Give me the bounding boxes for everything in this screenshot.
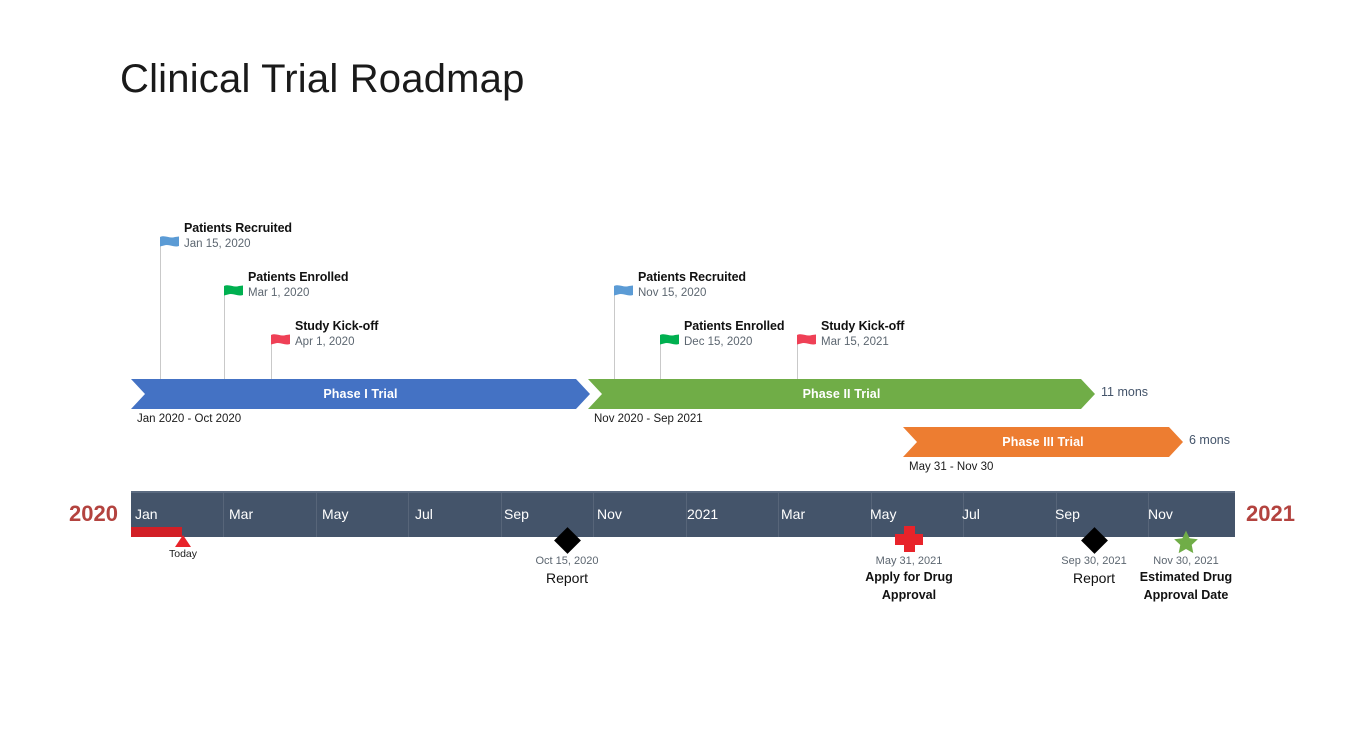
flag-date: Mar 1, 2020 — [248, 287, 310, 299]
flag-title: Patients Recruited — [184, 221, 292, 235]
milestone-name-line1: Estimated Drug — [1139, 570, 1233, 584]
axis-month-jul-2021: Jul — [962, 506, 980, 522]
flag-pole — [160, 243, 161, 390]
milestone-date: May 31, 2021 — [875, 555, 943, 567]
flag-pole — [271, 341, 272, 390]
axis-month-jan-2020: Jan — [135, 506, 158, 522]
flag-title: Study Kick-off — [295, 319, 379, 333]
today-marker[interactable]: Today — [158, 535, 208, 560]
flag-date: Apr 1, 2020 — [295, 336, 355, 348]
flag-title: Patients Enrolled — [248, 270, 349, 284]
flag-icon — [271, 334, 290, 345]
milestone-date: Sep 30, 2021 — [1061, 555, 1127, 567]
milestone-name-line2: Approval Date — [1143, 587, 1229, 602]
flag-date: Jan 15, 2020 — [184, 238, 251, 250]
milestone-name: Estimated Drug Approval Date — [1096, 569, 1276, 605]
phase-duration: 6 mons — [1189, 433, 1230, 447]
green-star-icon — [1096, 528, 1276, 554]
milestone-name-line2: Approval — [881, 587, 937, 602]
milestone-date: Nov 30, 2021 — [1153, 555, 1219, 567]
phase-bar-phase-iii[interactable]: Phase III Trial May 31 - Nov 30 6 mons — [903, 427, 1230, 473]
flag-icon — [614, 285, 633, 296]
axis-month-mar-2021: Mar — [781, 506, 806, 522]
flag-icon — [660, 334, 679, 345]
phase-label: Phase I Trial — [323, 387, 398, 401]
flag-title: Patients Enrolled — [684, 319, 785, 333]
axis-month-may-2020: May — [322, 506, 349, 522]
timeline-axis[interactable]: Jan Mar May Jul Sep Nov 2021 Mar May Jul… — [131, 491, 1235, 537]
phase-bar-phase-i[interactable]: Phase I Trial Jan 2020 - Oct 2020 — [131, 379, 590, 425]
axis-month-sep-2020: Sep — [504, 506, 529, 522]
axis-milestone-apply-for-drug-approval[interactable]: May 31, 2021 Apply for Drug Approval — [819, 526, 999, 605]
phase-shape: Phase III Trial — [903, 427, 1183, 457]
flag-date: Mar 15, 2021 — [821, 336, 889, 348]
flag-icon — [224, 285, 243, 296]
milestone-name: Report — [1072, 570, 1116, 586]
flag-pole — [614, 292, 615, 390]
milestone-name-line1: Apply for Drug — [865, 570, 953, 584]
black-diamond-icon — [477, 527, 657, 554]
axis-month-nov-2020: Nov — [597, 506, 622, 522]
flag-date: Dec 15, 2020 — [684, 336, 753, 348]
today-progress-bar — [131, 527, 182, 537]
axis-month-nov-2021: Nov — [1148, 506, 1173, 522]
axis-milestone-report-2[interactable]: Sep 30, 2021 Report — [1004, 527, 1184, 589]
year-label-left: 2020 — [69, 501, 118, 526]
flag-icon — [160, 236, 179, 247]
milestone-name: Report — [545, 570, 589, 586]
axis-month-mar-2020: Mar — [229, 506, 254, 522]
today-triangle-icon — [175, 535, 191, 547]
phase-shape: Phase I Trial — [131, 379, 590, 409]
axis-month-sep-2021: Sep — [1055, 506, 1080, 522]
axis-month-jan-2021: 2021 — [687, 506, 719, 522]
milestone-name: Apply for Drug Approval — [819, 569, 999, 605]
flag-pole — [224, 292, 225, 390]
year-label-right: 2021 — [1246, 501, 1295, 526]
axis-month-may-2021: May — [870, 506, 897, 522]
phase-label: Phase II Trial — [802, 387, 881, 401]
milestone-date: Oct 15, 2020 — [535, 555, 599, 567]
phase-bar-phase-ii[interactable]: Phase II Trial Nov 2020 - Sep 2021 11 mo… — [588, 379, 1148, 425]
phase-shape: Phase II Trial — [588, 379, 1095, 409]
flag-title: Patients Recruited — [638, 270, 746, 284]
axis-milestone-estimated-drug-approval-date[interactable]: Nov 30, 2021 Estimated Drug Approval Dat… — [1096, 528, 1276, 605]
flag-title: Study Kick-off — [821, 319, 905, 333]
axis-milestone-report-1[interactable]: Oct 15, 2020 Report — [477, 527, 657, 589]
flag-pole — [797, 341, 798, 390]
red-cross-icon — [819, 526, 999, 554]
axis-month-jul-2020: Jul — [415, 506, 433, 522]
today-label: Today — [168, 548, 198, 560]
flag-pole — [660, 341, 661, 390]
phase-range: May 31 - Nov 30 — [909, 461, 994, 473]
page-title: Clinical Trial Roadmap — [120, 57, 525, 101]
flag-date: Nov 15, 2020 — [638, 287, 707, 299]
phase-range: Nov 2020 - Sep 2021 — [594, 413, 703, 425]
phase-range: Jan 2020 - Oct 2020 — [137, 413, 242, 425]
phase-duration: 11 mons — [1101, 385, 1149, 399]
phase-label: Phase III Trial — [1002, 435, 1084, 449]
flag-icon — [797, 334, 816, 345]
